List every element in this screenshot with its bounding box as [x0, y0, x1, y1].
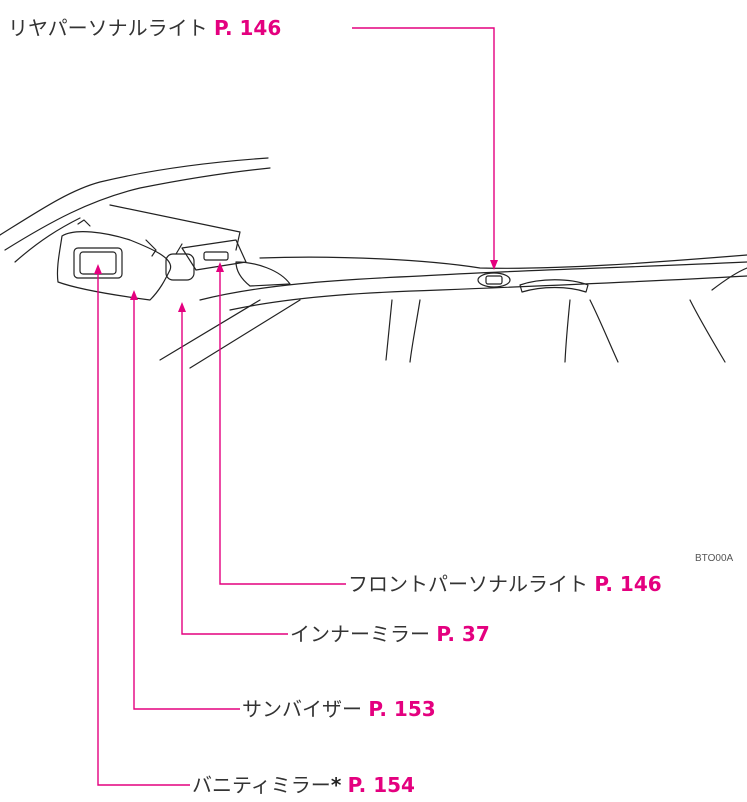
roof-edge-outer — [0, 157, 269, 236]
page-link[interactable]: P. 146 — [213, 16, 282, 40]
arrowhead-front-light — [216, 262, 224, 272]
callout-label: サンバイザー — [242, 697, 362, 721]
callout-label: インナーミラー — [290, 622, 430, 646]
a-pillar-left — [159, 299, 261, 361]
arrowhead-sun-visor — [130, 290, 138, 300]
callout-front-personal-light: フロントパーソナルライト P. 146 — [348, 572, 662, 596]
roof-panel — [109, 204, 241, 251]
roof-upper — [259, 254, 747, 269]
page-link[interactable]: P. 153 — [368, 697, 436, 721]
arrowhead-inner-mirror — [178, 302, 186, 312]
callout-line-sun-visor — [133, 296, 240, 710]
callout-inner-mirror: インナーミラー P. 37 — [290, 622, 490, 646]
callout-sun-visor: サンバイザー P. 153 — [242, 697, 436, 721]
roof-hook — [77, 219, 91, 227]
page-link[interactable]: P. 154 — [347, 773, 415, 797]
grab-handle — [519, 279, 589, 293]
rear-personal-light — [477, 272, 511, 288]
sun-visor — [56, 231, 172, 301]
pillar-e — [689, 299, 726, 363]
a-pillar-left-2 — [189, 299, 301, 369]
windshield-header — [199, 261, 747, 301]
rear-personal-light-lens — [485, 275, 503, 285]
page-link[interactable]: P. 146 — [594, 572, 662, 596]
roof-edge-inner-2 — [14, 217, 81, 263]
arrowhead-vanity-mirror — [94, 264, 102, 274]
callout-label: バニティミラー — [192, 773, 331, 797]
callout-label: リヤパーソナルライト — [8, 16, 208, 40]
pillar-d — [589, 299, 619, 363]
callout-line-vanity-mirror — [97, 270, 190, 786]
callout-line-front-light — [219, 268, 346, 585]
arrowhead-rear-light — [490, 260, 498, 270]
pillar-b — [409, 299, 421, 363]
header-lower — [229, 275, 747, 311]
pillar-f — [711, 267, 747, 291]
pillar-a — [385, 299, 393, 361]
roof-edge-inner — [4, 167, 271, 251]
callout-rear-personal-light: リヤパーソナルライト P. 146 — [8, 16, 281, 40]
image-code: BTO00A — [695, 553, 734, 564]
inner-mirror-stem — [175, 243, 183, 255]
sun-visor-right — [235, 261, 291, 287]
front-personal-light-lens — [203, 251, 229, 261]
page-link[interactable]: P. 37 — [436, 622, 490, 646]
callout-line-inner-mirror — [181, 308, 288, 635]
callout-label: フロントパーソナルライト — [348, 572, 588, 596]
callout-lines — [97, 27, 495, 786]
inner-mirror — [165, 253, 195, 281]
callout-vanity-mirror: バニティミラー* P. 154 — [192, 773, 415, 797]
footnote-star: * — [330, 773, 342, 797]
callout-line-rear-light — [352, 27, 495, 268]
pillar-c — [564, 299, 571, 363]
callout-arrowheads — [94, 260, 498, 312]
visor-hook — [145, 239, 157, 257]
